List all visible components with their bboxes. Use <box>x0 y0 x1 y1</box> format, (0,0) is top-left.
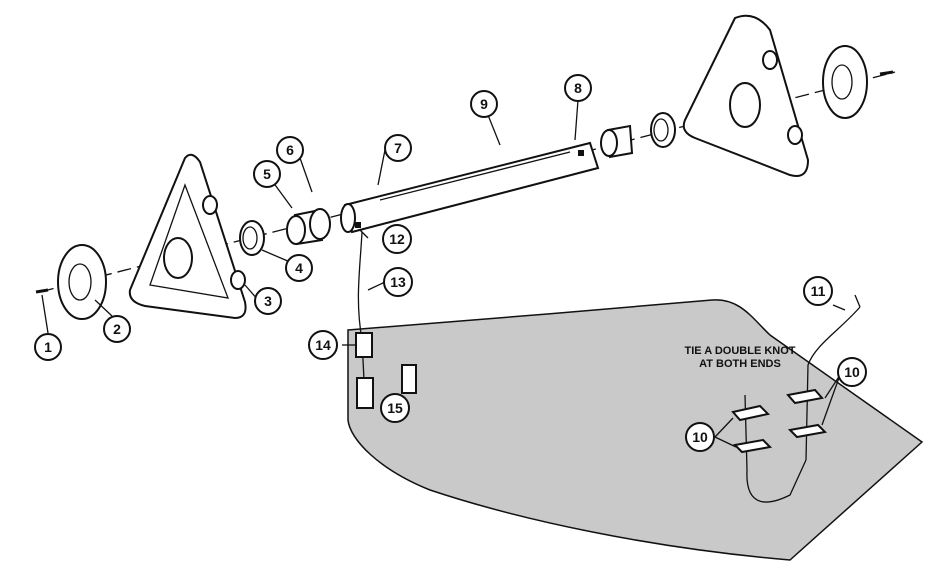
callout-2: 2 <box>103 315 131 343</box>
cover-sheet <box>347 299 924 561</box>
callout-10-right: 10 <box>837 357 867 387</box>
callout-15: 15 <box>380 393 410 423</box>
svg-text:7: 7 <box>394 140 402 156</box>
callout-12: 12 <box>382 224 412 254</box>
roller-tube <box>340 141 600 234</box>
callout-14: 14 <box>308 330 338 360</box>
callout-1: 1 <box>34 333 62 361</box>
right-bushing <box>600 124 634 159</box>
svg-text:13: 13 <box>390 274 406 290</box>
callout-3: 3 <box>254 287 282 315</box>
left-triangle-frame <box>128 153 247 320</box>
bushing <box>286 208 331 246</box>
svg-text:3: 3 <box>264 293 272 309</box>
svg-text:1: 1 <box>44 339 52 355</box>
svg-text:6: 6 <box>286 142 294 158</box>
svg-text:10: 10 <box>844 364 860 380</box>
callout-5: 5 <box>253 160 281 188</box>
svg-text:12: 12 <box>389 231 405 247</box>
right-bearing <box>650 112 676 148</box>
svg-text:8: 8 <box>574 80 582 96</box>
svg-text:9: 9 <box>480 96 488 112</box>
knot-note-line1: TIE A DOUBLE KNOT <box>684 345 795 357</box>
svg-text:5: 5 <box>263 166 271 182</box>
callout-6: 6 <box>276 136 304 164</box>
svg-text:14: 14 <box>315 337 331 353</box>
callout-9: 9 <box>470 90 498 118</box>
svg-text:10: 10 <box>692 429 708 445</box>
leader-lines <box>41 99 861 346</box>
callout-7: 7 <box>384 134 412 162</box>
svg-text:15: 15 <box>387 400 403 416</box>
callout-13: 13 <box>383 267 413 297</box>
svg-text:4: 4 <box>295 260 303 276</box>
bearing <box>239 220 265 256</box>
svg-text:11: 11 <box>811 283 826 299</box>
callout-8: 8 <box>564 74 592 102</box>
knot-note-line2: AT BOTH ENDS <box>699 358 781 370</box>
right-triangle-frame <box>682 14 810 177</box>
rope-and-anchors <box>714 304 861 503</box>
callout-11: 11 <box>803 276 833 306</box>
callout-4: 4 <box>285 254 313 282</box>
callout-10-left: 10 <box>685 422 715 452</box>
svg-text:2: 2 <box>113 321 121 337</box>
right-end-cap <box>822 45 894 119</box>
strap <box>355 231 417 409</box>
left-end-cap <box>35 244 107 320</box>
